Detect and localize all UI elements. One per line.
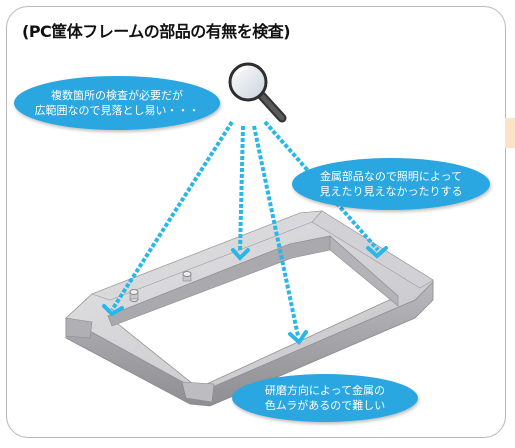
arrow-head-right (366, 246, 388, 259)
frame-posts (129, 271, 192, 302)
arrow-heads (102, 246, 388, 345)
bubble-bottom: 研磨方向によって金属の 色ムラがあるので難しい (232, 374, 418, 422)
bubble-top-left-line1: 複数箇所の検査が必要だが (51, 89, 183, 102)
magnifier-icon (228, 62, 287, 123)
bubble-right-line2: 見えたり見えなかったりする (319, 185, 463, 198)
bubble-right-line1: 金属部品なので照明によって (319, 170, 463, 183)
edge-tab (505, 118, 515, 148)
bubble-bottom-line2: 色ムラがあるので難しい (264, 399, 386, 412)
diagram-title: (PC筐体フレームの部品の有無を検査) (22, 22, 291, 41)
bubble-bottom-line1: 研磨方向によって金属の (264, 384, 386, 397)
arrow-head-left (102, 304, 124, 317)
bubble-right: 金属部品なので照明によって 見えたり見えなかったりする (292, 158, 490, 210)
arrow-head-inner (231, 248, 250, 261)
arrow-to-inner-rail (238, 125, 245, 253)
bubble-top-left: 複数箇所の検査が必要だが 広範囲なので見落とし易い・・・ (14, 76, 220, 130)
arrow-to-left-corner (110, 120, 234, 312)
bubble-top-left-line2: 広範囲なので見落とし易い・・・ (34, 104, 200, 117)
arrow-head-front (288, 330, 308, 345)
